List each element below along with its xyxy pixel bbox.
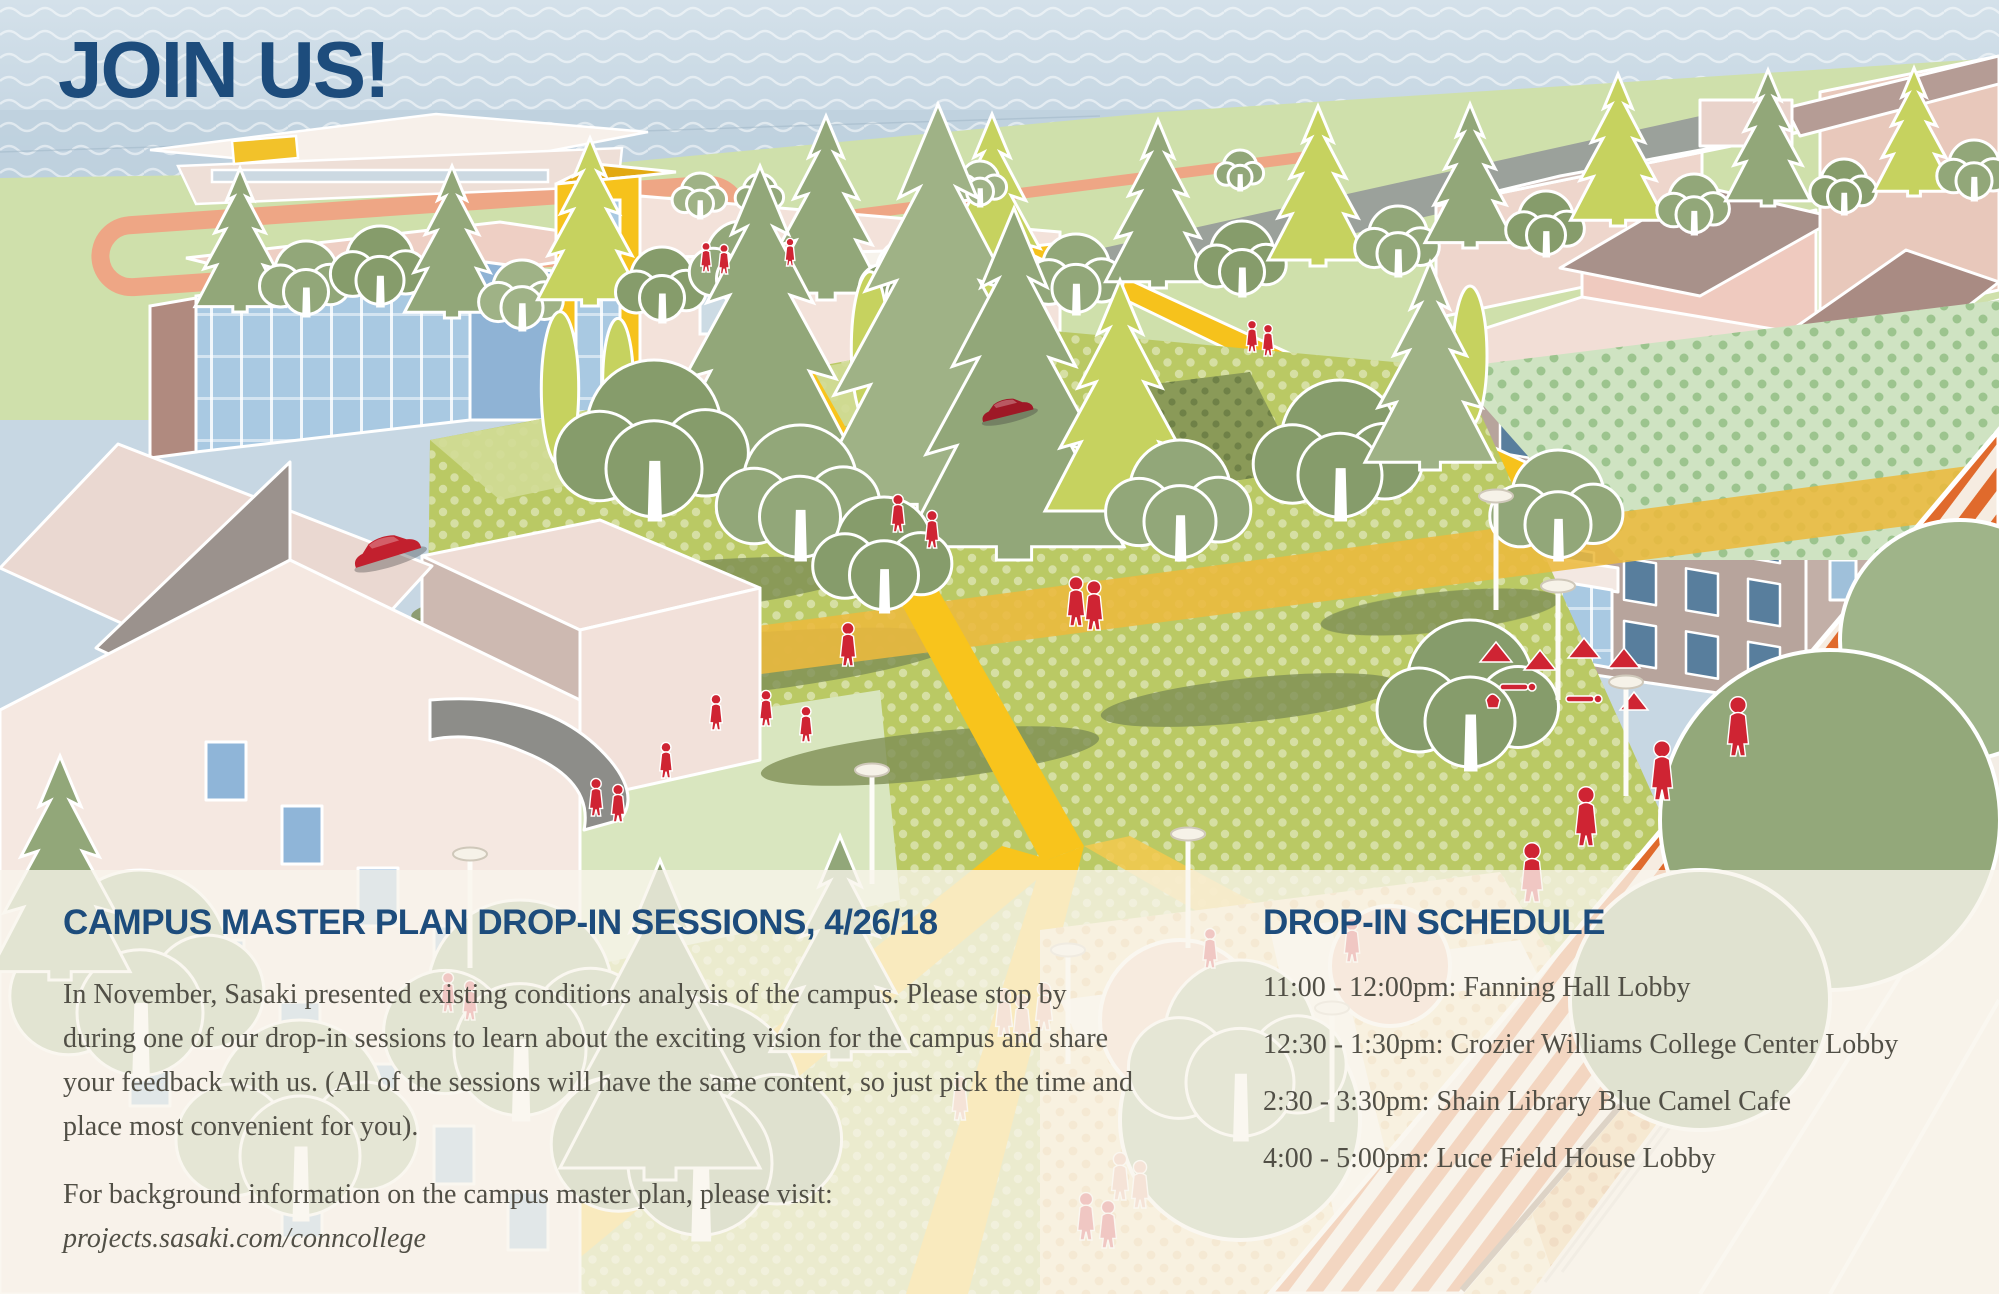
info-overlay	[0, 870, 1999, 1294]
person-figure	[610, 783, 626, 823]
library-window	[1746, 577, 1782, 628]
info-column: CAMPUS MASTER PLAN DROP-IN SESSIONS, 4/2…	[63, 903, 1223, 1261]
sessions-heading: CAMPUS MASTER PLAN DROP-IN SESSIONS, 4/2…	[63, 903, 938, 942]
intro-line-3: your feedback with us. (All of the sessi…	[63, 1067, 1133, 1099]
person-figure	[658, 741, 674, 779]
library-window	[1684, 630, 1720, 680]
schedule-heading: DROP-IN SCHEDULE	[1263, 903, 1606, 942]
dorm-window	[280, 804, 324, 866]
person-figure	[1245, 319, 1259, 353]
schedule-item-4: 4:00 - 5:00pm: Luce Field House Lobby	[1263, 1143, 1716, 1175]
person-figure	[700, 241, 712, 273]
person-figure	[890, 493, 906, 533]
library-window	[1622, 556, 1658, 607]
schedule-item-3: 2:30 - 3:30pm: Shain Library Blue Camel …	[1263, 1086, 1792, 1118]
person-figure	[758, 689, 774, 727]
schedule-item-1: 11:00 - 12:00pm: Fanning Hall Lobby	[1263, 972, 1691, 1004]
flyer-title: JOIN US!	[58, 25, 391, 114]
person-figure	[718, 243, 730, 275]
boathouse	[149, 112, 649, 206]
person-figure	[1261, 323, 1275, 357]
master-plan-url: projects.sasaki.com/conncollege	[63, 1223, 426, 1255]
dorm-window	[204, 740, 248, 802]
intro-line-4: place most convenient for you).	[63, 1111, 419, 1143]
intro-line-1: In November, Sasaki presented existing c…	[63, 979, 1067, 1011]
schedule-column: DROP-IN SCHEDULE 11:00 - 12:00pm: Fannin…	[1263, 903, 1983, 1201]
person-figure	[588, 777, 604, 817]
person-figure	[784, 237, 796, 267]
visit-line: For background information on the campus…	[63, 1179, 833, 1211]
person-figure	[708, 693, 724, 731]
library-window	[1684, 567, 1720, 617]
person-figure	[798, 705, 814, 743]
intro-line-2: during one of our drop-in sessions to le…	[63, 1023, 1109, 1055]
schedule-item-2: 12:30 - 1:30pm: Crozier Williams College…	[1263, 1029, 1899, 1061]
person-figure	[924, 509, 940, 549]
